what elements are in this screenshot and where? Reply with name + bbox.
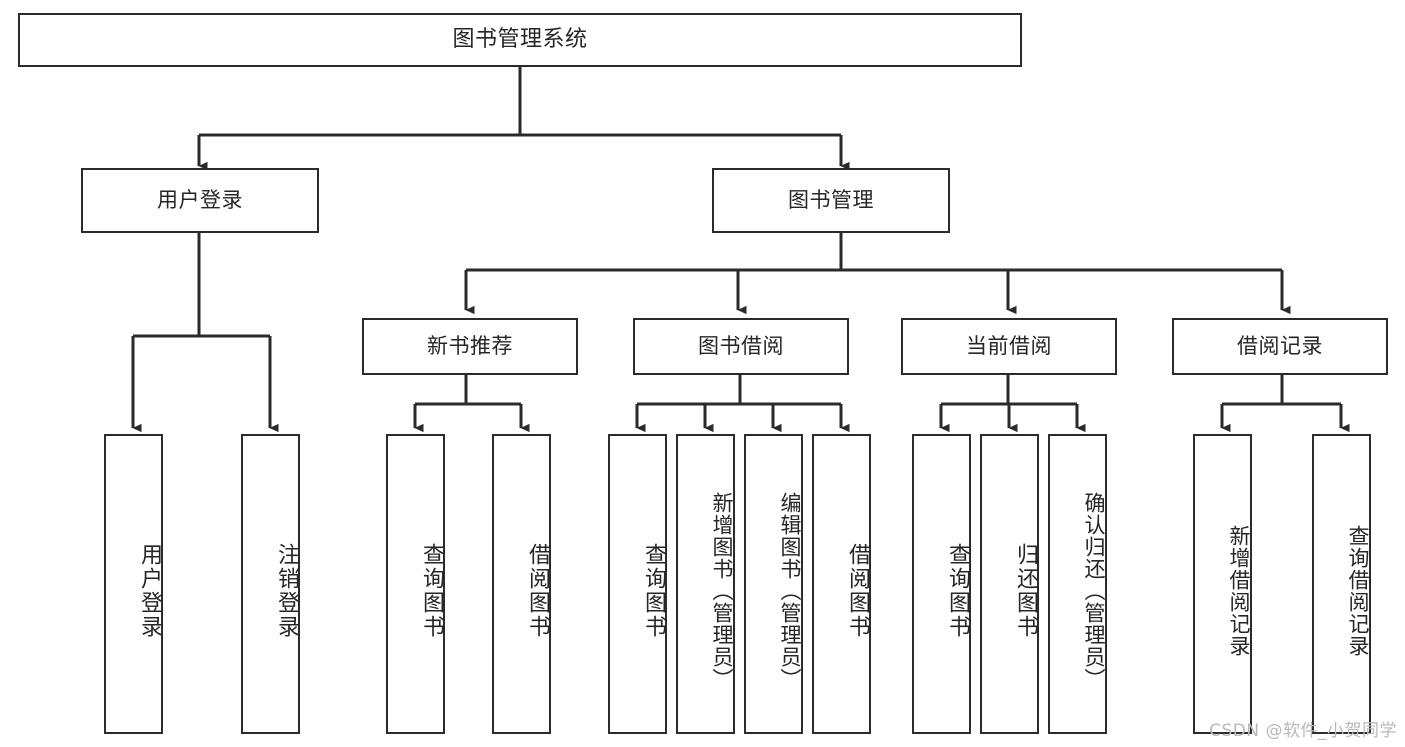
csdn-watermark: CSDN @软件_小贺同学: [1209, 721, 1397, 741]
node-leaf-new-book-1[interactable]: 查询图书: [386, 434, 445, 734]
node-leaf-new-book-2[interactable]: 借阅图书: [492, 434, 551, 734]
node-leaf-borrow-record-1[interactable]: 新增借阅记录: [1193, 434, 1252, 734]
node-leaf-book-borrow-2[interactable]: 新增图书（管理员）: [676, 434, 735, 734]
node-root[interactable]: 图书管理系统: [18, 13, 1022, 67]
node-leaf-current-borrow-2[interactable]: 归还图书: [980, 434, 1039, 734]
node-leaf-borrow-record-2[interactable]: 查询借阅记录: [1312, 434, 1371, 734]
node-leaf-current-borrow-3[interactable]: 确认归还（管理员）: [1048, 434, 1107, 734]
node-book-manage[interactable]: 图书管理: [712, 168, 950, 233]
node-leaf-user-login-1[interactable]: 用户登录: [104, 434, 163, 734]
node-leaf-book-borrow-4[interactable]: 借阅图书: [812, 434, 871, 734]
node-user-login[interactable]: 用户登录: [81, 168, 319, 233]
node-current-borrow[interactable]: 当前借阅: [901, 318, 1117, 375]
node-leaf-book-borrow-3[interactable]: 编辑图书（管理员）: [744, 434, 803, 734]
node-new-book-recommend[interactable]: 新书推荐: [362, 318, 578, 375]
node-borrow-record[interactable]: 借阅记录: [1172, 318, 1388, 375]
node-leaf-current-borrow-1[interactable]: 查询图书: [912, 434, 971, 734]
node-book-borrow[interactable]: 图书借阅: [633, 318, 849, 375]
node-leaf-user-login-2[interactable]: 注销登录: [241, 434, 300, 734]
node-leaf-book-borrow-1[interactable]: 查询图书: [608, 434, 667, 734]
